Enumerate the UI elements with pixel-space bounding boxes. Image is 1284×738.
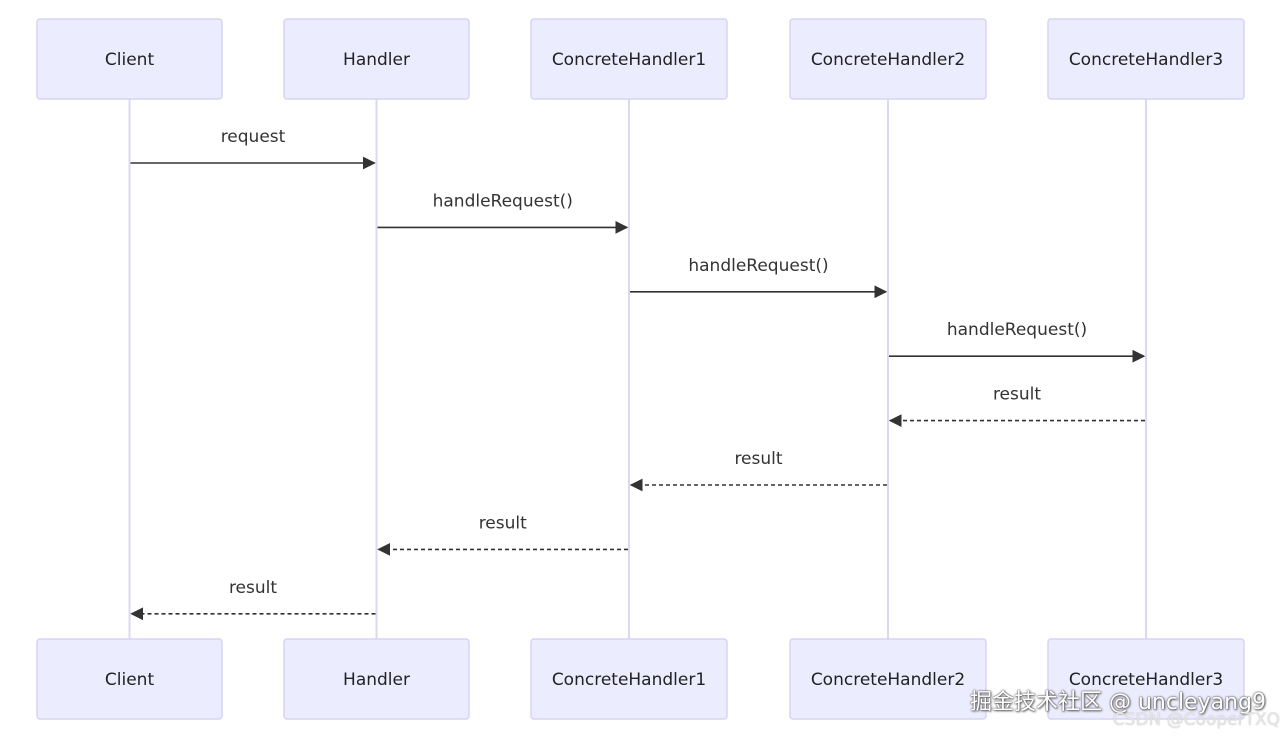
actor-label: Client (105, 670, 155, 690)
message-label: handleRequest() (688, 256, 828, 276)
message-label: result (993, 385, 1041, 405)
message-3: handleRequest() (630, 256, 888, 299)
actor-box (1047, 638, 1245, 720)
actors-bottom: Client Handler ConcreteHandler1 ConcreteHan… (36, 638, 1245, 720)
message-1: request (130, 127, 376, 170)
actor-label: Client (105, 50, 155, 70)
actor-box (530, 638, 728, 720)
actor-client-top: Client (36, 18, 223, 100)
actor-handler-bottom: Handler (283, 638, 470, 720)
message-7: result (377, 513, 628, 556)
actor-concrete-handler-1-bottom: ConcreteHandler1 (530, 638, 728, 720)
actor-box (1047, 18, 1245, 100)
actor-concrete-handler-2-top: ConcreteHandler2 (789, 18, 987, 100)
actor-client-bottom: Client (36, 638, 223, 720)
actor-box (789, 638, 987, 720)
message-label: result (734, 449, 782, 469)
messages: request handleRequest() handleRequest() han… (130, 127, 1146, 621)
actor-box (283, 638, 470, 720)
actor-label: ConcreteHandler1 (552, 670, 706, 690)
actor-box (530, 18, 728, 100)
message-5: result (888, 385, 1145, 428)
actor-box (283, 18, 470, 100)
actor-concrete-handler-3-top: ConcreteHandler3 (1047, 18, 1245, 100)
actor-label: ConcreteHandler2 (811, 50, 965, 70)
actor-label: ConcreteHandler2 (811, 670, 965, 690)
actor-label: ConcreteHandler1 (552, 50, 706, 70)
lifelines (128, 99, 1147, 639)
actor-label: ConcreteHandler3 (1069, 50, 1223, 70)
message-8: result (130, 578, 376, 621)
message-label: handleRequest() (947, 320, 1087, 340)
actor-label: Handler (343, 50, 410, 70)
actor-box (36, 18, 223, 100)
watermark-csdn: CSDN @CooperTXQ (1112, 710, 1280, 730)
message-4: handleRequest() (889, 320, 1146, 363)
watermark-juejin: 掘金技术社区 @ uncleyang9 (969, 690, 1266, 715)
message-label: request (221, 127, 286, 147)
message-label: result (479, 513, 527, 533)
actor-concrete-handler-1-top: ConcreteHandler1 (530, 18, 728, 100)
actor-label: ConcreteHandler3 (1069, 670, 1223, 690)
actor-box (36, 638, 223, 720)
actor-concrete-handler-3-bottom: ConcreteHandler3 (1047, 638, 1245, 720)
actor-box (789, 18, 987, 100)
message-6: result (629, 449, 887, 492)
actor-handler-top: Handler (283, 18, 470, 100)
actor-label: Handler (343, 670, 410, 690)
actor-concrete-handler-2-bottom: ConcreteHandler2 (789, 638, 987, 720)
message-label: handleRequest() (433, 191, 573, 211)
message-2: handleRequest() (377, 191, 629, 234)
actors-top: Client Handler ConcreteHandler1 ConcreteHan… (36, 18, 1245, 100)
message-label: result (229, 578, 277, 598)
